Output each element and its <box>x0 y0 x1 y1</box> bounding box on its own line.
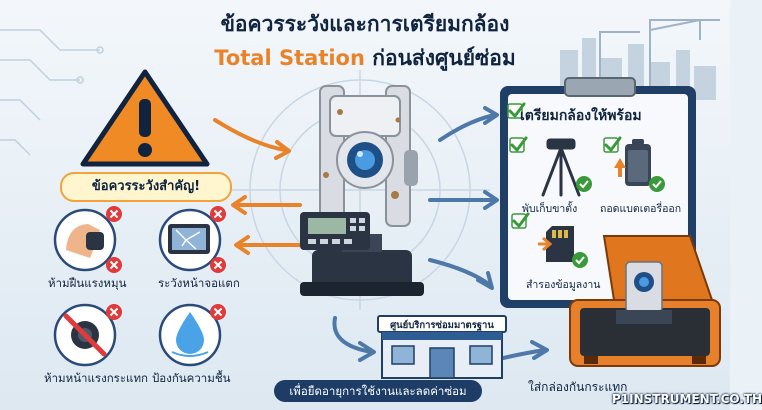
case-label: ใส่กล่องกันกระแทก <box>528 380 628 394</box>
warning-item-icons <box>53 208 222 367</box>
check-icons <box>507 102 622 229</box>
battery-icon <box>614 139 651 186</box>
title-product: Total Station <box>214 46 365 70</box>
protective-case-icon <box>569 235 721 367</box>
warning-item-label: ห้ามหน้าแรงกระแทก <box>44 371 148 385</box>
checklist-item-label: ถอดแบตเตอรี่ออก <box>600 203 682 215</box>
checklist-item-label: สำรองข้อมูลงาน <box>526 279 601 291</box>
title-line1: ข้อควรระวังและการเตรียมกล้อง <box>220 12 510 36</box>
infographic-artwork <box>0 0 730 410</box>
title-line2: Total Station ก่อนส่งศูนย์ซ่อม <box>0 42 730 75</box>
circuit-lines <box>0 29 104 156</box>
tripod-icon <box>541 138 581 197</box>
brand-watermark: P1INSTRUMENT.CO.TH <box>612 392 762 406</box>
warning-label: ข้อควรระวังสำคัญ! <box>60 172 232 202</box>
cross-badge-icons <box>106 206 226 320</box>
warning-triangle-icon <box>80 69 210 167</box>
warning-item-label: ระวังหน้าจอแตก <box>158 276 240 290</box>
service-center-sign: ศูนย์บริการซ่อมมาตรฐาน <box>390 320 494 331</box>
benefit-banner: เพื่อยืดอายุการใช้งานและลดค่าซ่อม <box>274 380 482 402</box>
sd-card-icon <box>538 226 574 262</box>
service-center-building-icon <box>377 315 507 379</box>
checklist-item-label: พับเก็บขาตั้ง <box>522 203 578 215</box>
warning-item-label: ห้ามฝืนแรงหมุน <box>48 276 127 290</box>
total-station-icon <box>300 85 424 296</box>
warning-item-label: ป้องกันความชื้น <box>152 371 231 385</box>
checklist-title: เตรียมกล้องให้พร้อม <box>520 108 642 124</box>
title-suffix: ก่อนส่งศูนย์ซ่อม <box>372 46 516 70</box>
